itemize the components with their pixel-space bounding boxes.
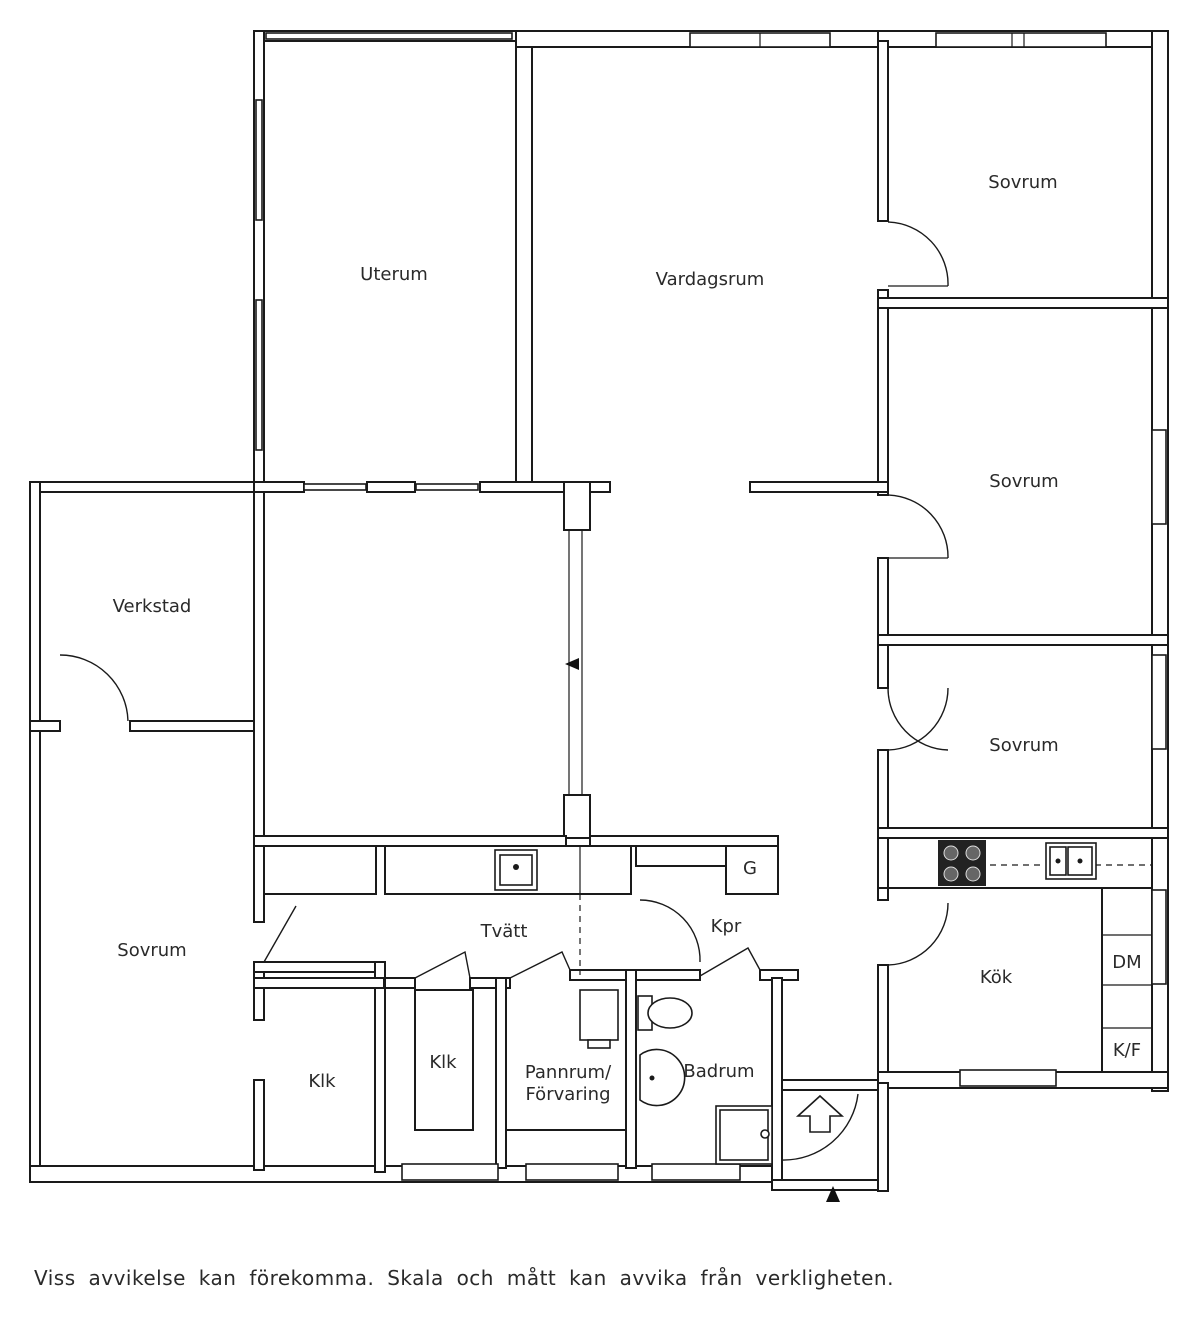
room-label-kpr: Kpr xyxy=(711,916,742,937)
fixture-label-dm: DM xyxy=(1112,952,1141,973)
room-label-kok: Kök xyxy=(980,967,1013,988)
room-label-uterum: Uterum xyxy=(360,264,428,285)
floor-plan: Uterum Vardagsrum Sovrum Sovrum Sovrum V… xyxy=(29,30,1169,1202)
room-label-klk-1: Klk xyxy=(308,1071,336,1092)
disclaimer-text: Viss avvikelse kan förekomma. Skala och … xyxy=(34,1266,894,1290)
room-label-forvaring: Förvaring xyxy=(525,1084,610,1105)
room-label-pannrum: Pannrum/ xyxy=(525,1062,612,1083)
fixture-label-kf: K/F xyxy=(1113,1040,1141,1061)
room-label-sovrum-1: Sovrum xyxy=(988,172,1057,193)
room-label-sovrum-2: Sovrum xyxy=(989,471,1058,492)
room-label-badrum: Badrum xyxy=(683,1061,754,1082)
door-swings xyxy=(59,221,1152,1161)
windows xyxy=(255,32,1167,1181)
room-label-vardagsrum: Vardagsrum xyxy=(656,269,765,290)
room-label-verkstad: Verkstad xyxy=(113,596,192,617)
room-label-sovrum-4: Sovrum xyxy=(117,940,186,961)
walls xyxy=(29,30,1169,1192)
room-label-sovrum-3: Sovrum xyxy=(989,735,1058,756)
fixtures xyxy=(494,658,1097,1202)
room-label-klk-2: Klk xyxy=(429,1052,457,1073)
room-labels: Uterum Vardagsrum Sovrum Sovrum Sovrum V… xyxy=(113,172,1142,1105)
fixture-label-g: G xyxy=(743,858,757,879)
room-label-tvatt: Tvätt xyxy=(480,921,528,942)
